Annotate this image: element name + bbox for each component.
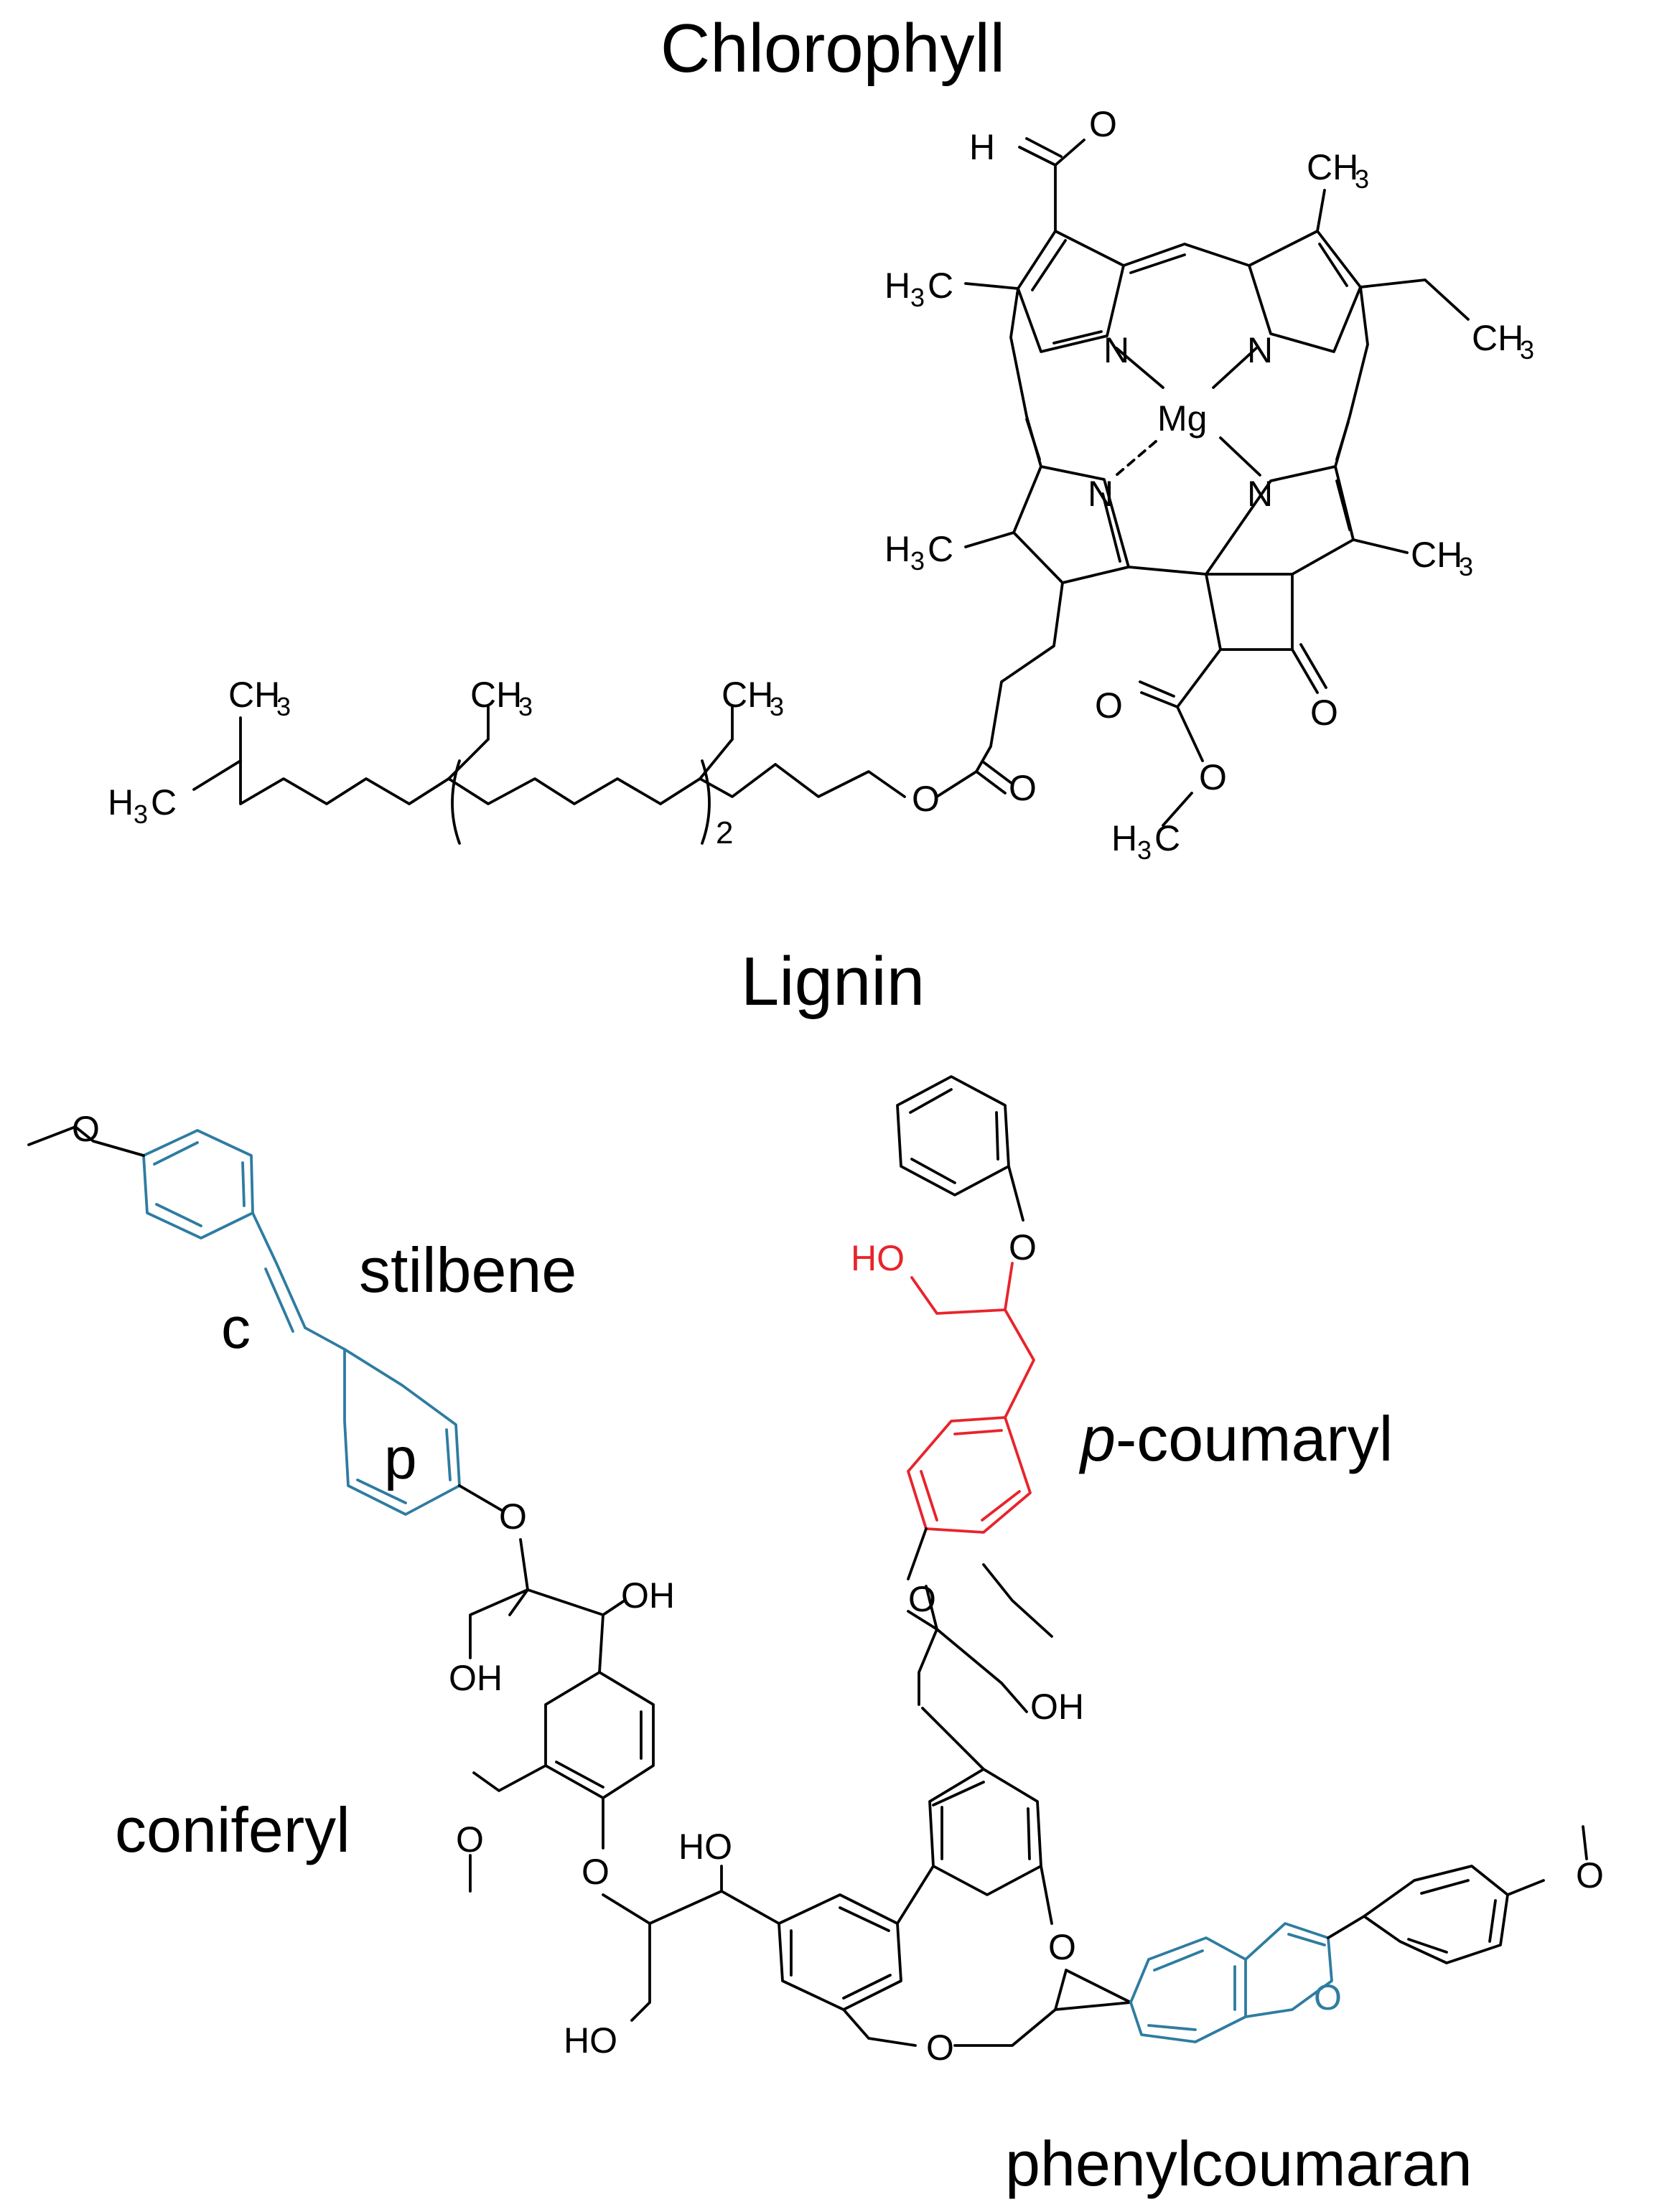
meso-bridges: [1009, 243, 1369, 576]
coumaryl-label: p-coumaryl: [1078, 1403, 1393, 1474]
svg-text:3: 3: [276, 692, 291, 721]
dioxocin-o-right: O: [1048, 1927, 1076, 1967]
coniferyl-label: coniferyl: [115, 1794, 350, 1865]
svg-text:CH: CH: [470, 675, 522, 715]
substituent-bonds: [964, 137, 1470, 827]
chlorophyll-atom-labels: H O CH 3 H 3 C CH 3 N N Mg N N H 3 C CH …: [108, 104, 1534, 865]
metal-coordination-bonds: [1115, 347, 1261, 477]
chain-ester-o: O: [912, 779, 940, 819]
chlorophyll-structure: H O CH 3 H 3 C CH 3 N N Mg N N H 3 C CH …: [108, 104, 1534, 865]
svg-text:C: C: [1154, 818, 1180, 858]
svg-text:3: 3: [1355, 164, 1369, 194]
svg-text:CH: CH: [228, 675, 280, 715]
coumaryl-oh: OH: [1030, 1687, 1084, 1727]
coumaryl-ho-red: HO: [851, 1238, 905, 1278]
n-ring-a: N: [1103, 330, 1129, 370]
ring-a-bonds: [1017, 230, 1125, 353]
c-ring-label: c: [221, 1295, 251, 1361]
svg-text:H: H: [884, 529, 910, 569]
svg-text:3: 3: [518, 692, 533, 721]
methoxyphenyl-o: O: [1576, 1855, 1604, 1895]
svg-text:H: H: [884, 266, 910, 306]
dibenzodioxocin-unit: [778, 1585, 1132, 2047]
svg-text:3: 3: [1459, 552, 1473, 581]
coniferyl-unit: [469, 1538, 780, 2022]
n-ring-b: N: [1247, 330, 1273, 370]
svg-text:3: 3: [1137, 835, 1152, 865]
methyl-right-bottom: CH 3: [1411, 535, 1473, 581]
phytyl-chain-bonds: [192, 706, 1014, 845]
svg-text:3: 3: [910, 546, 925, 576]
dioxocin-ho-2: HO: [564, 2020, 617, 2061]
chain-methyl-2: CH 3: [470, 675, 533, 721]
ring-d-bonds: [1012, 465, 1130, 584]
svg-text:3: 3: [134, 800, 148, 829]
chain-carbonyl-o: O: [1009, 768, 1037, 808]
lignin-atom-labels: O O OH OH O O HO HO O O O OH O HO O O: [72, 1109, 1604, 2068]
mg-atom: Mg: [1157, 398, 1207, 439]
p-ring-label: p: [384, 1426, 417, 1491]
repeat-subscript: 2: [716, 815, 733, 850]
svg-text:CH: CH: [1411, 535, 1462, 575]
coniferyl-oh-2: OH: [449, 1658, 503, 1698]
ring-b-bonds: [1248, 230, 1362, 353]
dioxocin-ho-1: HO: [678, 1827, 732, 1867]
ester-o: O: [1199, 757, 1227, 797]
aldehyde-o: O: [1089, 104, 1117, 144]
svg-text:CH: CH: [1472, 318, 1523, 358]
phenylcoumaran-label: phenylcoumaran: [1005, 2128, 1472, 2199]
chain-terminal-h3c: H 3 C: [108, 782, 177, 829]
dioxocin-o-bottom: O: [926, 2028, 954, 2068]
stilbene-label: stilbene: [359, 1234, 576, 1306]
stilbene-methoxy-o: O: [72, 1109, 100, 1149]
chain-methyl-3: CH 3: [722, 675, 784, 721]
svg-text:3: 3: [1520, 335, 1534, 365]
n-ring-c: N: [1247, 474, 1273, 514]
coumaryl-ether-o: O: [908, 1579, 936, 1619]
chlorophyll-title: Chlorophyll: [660, 10, 1005, 87]
svg-text:3: 3: [770, 692, 784, 721]
furan-o: O: [1314, 1977, 1342, 2017]
coumaryl-unit: [896, 1075, 1053, 1638]
ester-carbonyl-o: O: [1095, 685, 1123, 726]
coniferyl-methoxy-o: O: [456, 1819, 484, 1860]
svg-text:C: C: [928, 266, 953, 306]
chain-methyl-1: CH 3: [228, 675, 291, 721]
phenylcoumaran-unit: [1065, 1825, 1588, 2043]
ring-c-bonds: [1205, 465, 1355, 576]
coniferyl-oh-1: OH: [621, 1575, 675, 1616]
svg-text:H: H: [108, 782, 134, 823]
methoxy-h3c: H 3 C: [1111, 818, 1180, 865]
svg-text:CH: CH: [1307, 147, 1358, 187]
n-ring-d: N: [1088, 474, 1114, 514]
svg-text:H: H: [1111, 818, 1137, 858]
stilbene-ether-o: O: [499, 1496, 527, 1537]
cyclopentanone-ring: [1205, 573, 1327, 694]
coniferyl-ether-o: O: [582, 1852, 610, 1892]
svg-text:CH: CH: [722, 675, 773, 715]
aldehyde-h: H: [969, 127, 995, 167]
lignin-title: Lignin: [741, 943, 925, 1020]
lignin-structure: O O OH OH O O HO HO O O O OH O HO O O st…: [27, 1075, 1604, 2199]
methyl-left-top: H 3 C: [884, 266, 953, 312]
methyl-top-right: CH 3: [1307, 147, 1369, 194]
methyl-left-bottom: H 3 C: [884, 529, 953, 576]
svg-text:C: C: [151, 782, 177, 823]
ketone-o: O: [1310, 693, 1338, 733]
stilbene-unit: [27, 1125, 504, 1516]
svg-text:3: 3: [910, 283, 925, 312]
svg-text:C: C: [928, 529, 953, 569]
phenoxy-o: O: [1009, 1227, 1037, 1267]
ethyl-ch3: CH 3: [1472, 318, 1534, 365]
